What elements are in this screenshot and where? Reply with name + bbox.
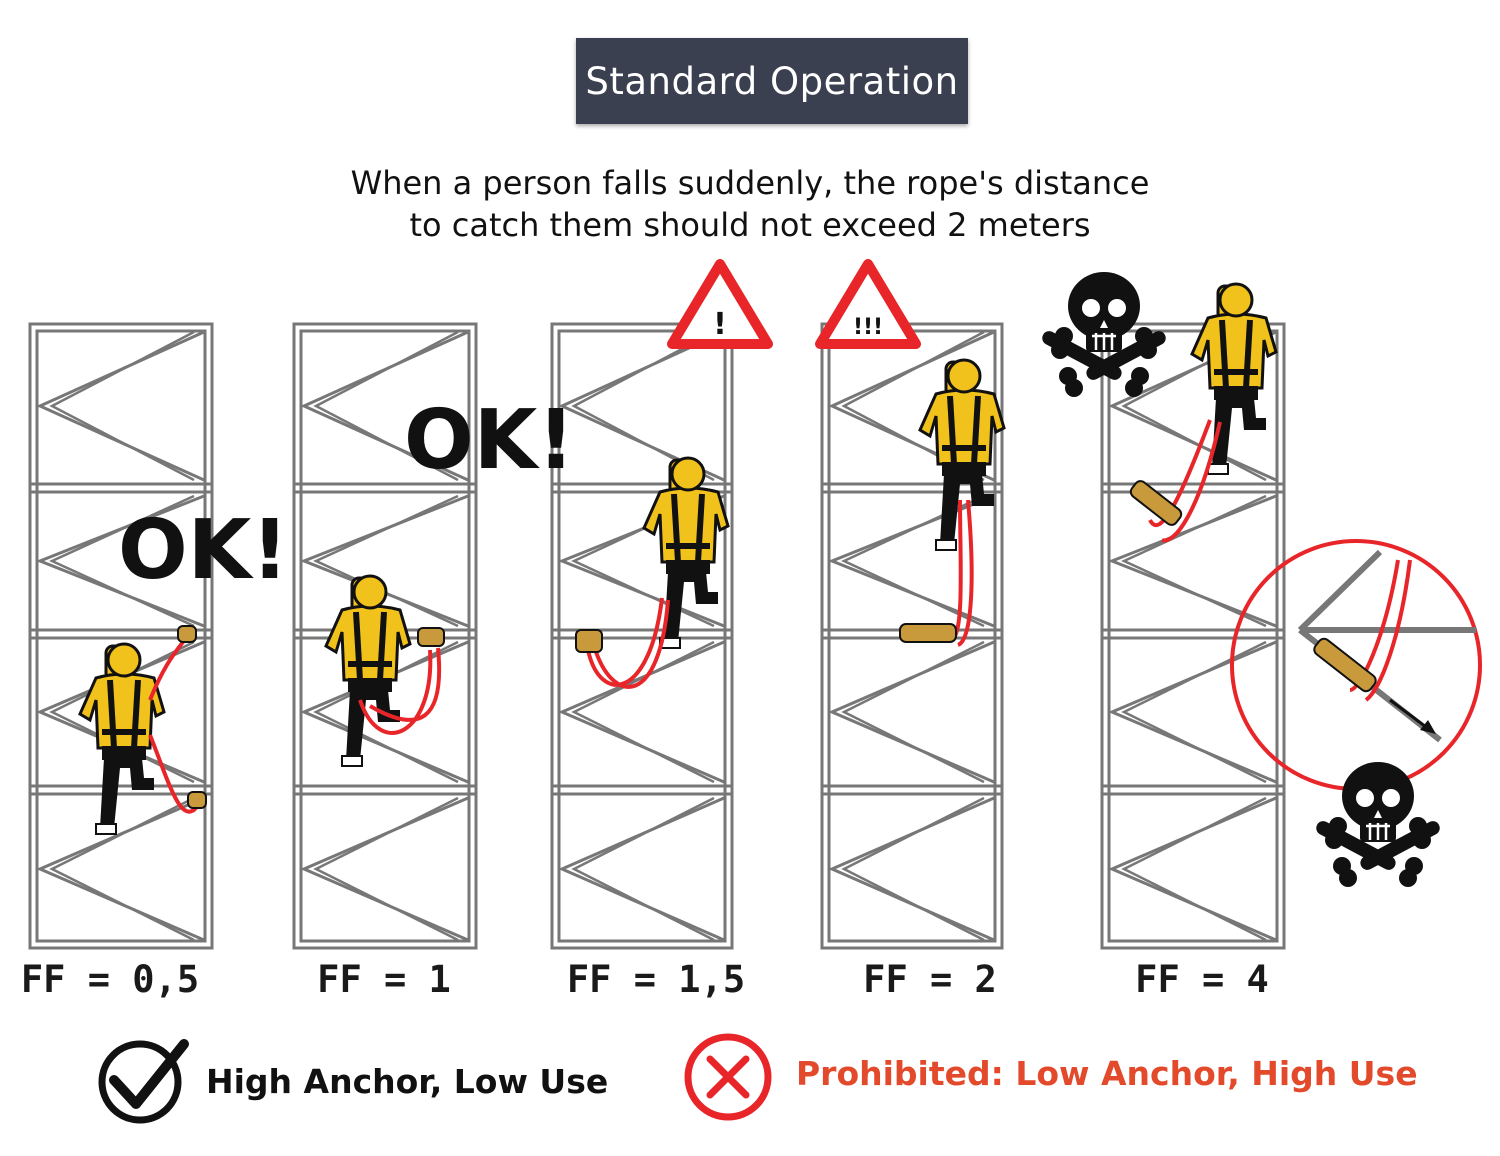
skull-icon xyxy=(1038,270,1170,399)
scaffold-tower xyxy=(292,322,478,950)
lanyard-rope xyxy=(358,647,442,735)
anchor-hook xyxy=(417,627,445,647)
lanyard-rope xyxy=(586,597,670,689)
panel-ff-2: !!! xyxy=(815,259,1004,647)
subtitle-line-1: When a person falls suddenly, the rope's… xyxy=(350,164,1150,202)
svg-text:!: ! xyxy=(713,307,727,342)
legend-allowed: High Anchor, Low Use xyxy=(96,1034,608,1124)
warning-triangle-icon: !!! xyxy=(815,259,921,349)
worker-figure xyxy=(644,458,728,648)
anchor-hook xyxy=(187,791,207,809)
scaffold-tower xyxy=(1100,322,1286,950)
page-title: Standard Operation xyxy=(585,59,959,103)
subtitle-line-2: to catch them should not exceed 2 meters xyxy=(409,206,1091,244)
legend-prohibited-label: Prohibited: Low Anchor, High Use xyxy=(796,1053,1418,1093)
panel-ff-0-5: OK! xyxy=(80,503,289,834)
anchor-hook xyxy=(899,623,957,643)
ff-label: FF = 1,5 xyxy=(567,958,745,1001)
ff-label: FF = 4 xyxy=(1135,958,1269,1001)
warning-triangle-icon: ! xyxy=(667,259,773,349)
legend-prohibited: Prohibited: Low Anchor, High Use xyxy=(682,1032,1418,1122)
ok-callout: OK! xyxy=(118,503,289,598)
scaffold-towers xyxy=(28,322,1286,950)
panel-ff-1-5: ! xyxy=(575,259,773,689)
title-banner: Standard Operation xyxy=(576,38,968,124)
fall-zoom-circle xyxy=(1230,539,1482,791)
checkmark-icon xyxy=(98,1039,189,1124)
x-circle-icon xyxy=(684,1033,772,1121)
worker-figure xyxy=(1192,284,1276,474)
skull-icon xyxy=(1312,760,1444,889)
svg-text:!!!: !!! xyxy=(853,315,883,340)
ok-callout: OK! xyxy=(404,393,575,488)
ff-label: FF = 2 xyxy=(863,958,997,1001)
anchor-hook xyxy=(177,625,197,643)
anchor-hook xyxy=(575,629,603,653)
legend-allowed-label: High Anchor, Low Use xyxy=(206,1061,609,1101)
panel-ff-1: OK! xyxy=(326,393,575,766)
subtitle: When a person falls suddenly, the rope's… xyxy=(300,162,1200,246)
ff-label: FF = 0,5 xyxy=(21,958,199,1001)
ff-label: FF = 1 xyxy=(317,958,451,1001)
panel-ff-4 xyxy=(1038,270,1482,889)
anchor-hook xyxy=(1129,480,1183,526)
